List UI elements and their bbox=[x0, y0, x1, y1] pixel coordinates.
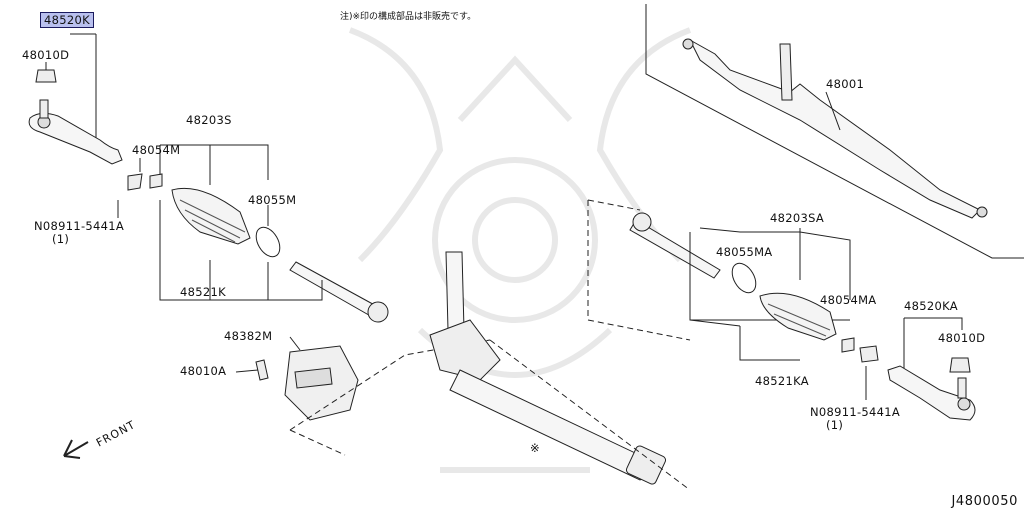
band-48055ma bbox=[731, 262, 757, 294]
rack-housing bbox=[429, 319, 501, 381]
label-48010a[interactable]: 48010A bbox=[180, 364, 227, 378]
note-text: 注)※印の構成部品は非販売です。 bbox=[340, 12, 477, 22]
label-48010d-right[interactable]: 48010D bbox=[938, 331, 986, 345]
label-48054ma[interactable]: 48054MA bbox=[820, 293, 877, 307]
nut-48010d-right bbox=[949, 357, 971, 373]
label-qty-right: (1) bbox=[826, 418, 844, 432]
label-48010d-left[interactable]: 48010D bbox=[22, 48, 70, 62]
label-48001[interactable]: 48001 bbox=[826, 77, 865, 91]
label-48520ka[interactable]: 48520KA bbox=[904, 299, 958, 313]
non-sale-star-mark: ※ bbox=[530, 441, 540, 455]
label-48203sa[interactable]: 48203SA bbox=[770, 211, 825, 225]
label-48055m[interactable]: 48055M bbox=[248, 193, 297, 207]
label-08911-right[interactable]: N08911-5441A bbox=[810, 405, 901, 419]
rack-assembly-48001 bbox=[688, 38, 981, 219]
label-48520k[interactable]: 48520K bbox=[40, 12, 94, 28]
label-48203s[interactable]: 48203S bbox=[186, 113, 232, 127]
nut-48010d-left bbox=[35, 69, 57, 83]
nut-08911-right bbox=[859, 345, 879, 363]
front-arrow-icon bbox=[63, 439, 89, 459]
label-48521k[interactable]: 48521K bbox=[180, 285, 226, 299]
watermark-emblem bbox=[348, 27, 692, 473]
inner-tie-rod-right bbox=[629, 219, 721, 279]
clip-48054ma bbox=[841, 337, 855, 353]
label-48521ka[interactable]: 48521KA bbox=[755, 374, 809, 388]
nut-08911-left bbox=[127, 173, 143, 191]
boot-left bbox=[171, 187, 251, 245]
clip-48054m bbox=[149, 173, 163, 189]
band-48055m bbox=[255, 226, 281, 258]
label-48055ma[interactable]: 48055MA bbox=[716, 245, 773, 259]
label-48054m[interactable]: 48054M bbox=[132, 143, 181, 157]
tie-rod-end-left bbox=[28, 112, 123, 165]
diagram-code: J4800050 bbox=[951, 494, 1018, 509]
label-08911-left[interactable]: N08911-5441A bbox=[34, 219, 125, 233]
pinion-shaft bbox=[445, 251, 465, 331]
inner-tie-rod-left bbox=[289, 261, 381, 319]
label-qty-left: (1) bbox=[52, 232, 70, 246]
label-48382m[interactable]: 48382M bbox=[224, 329, 273, 343]
bolt-48010a bbox=[255, 359, 269, 381]
